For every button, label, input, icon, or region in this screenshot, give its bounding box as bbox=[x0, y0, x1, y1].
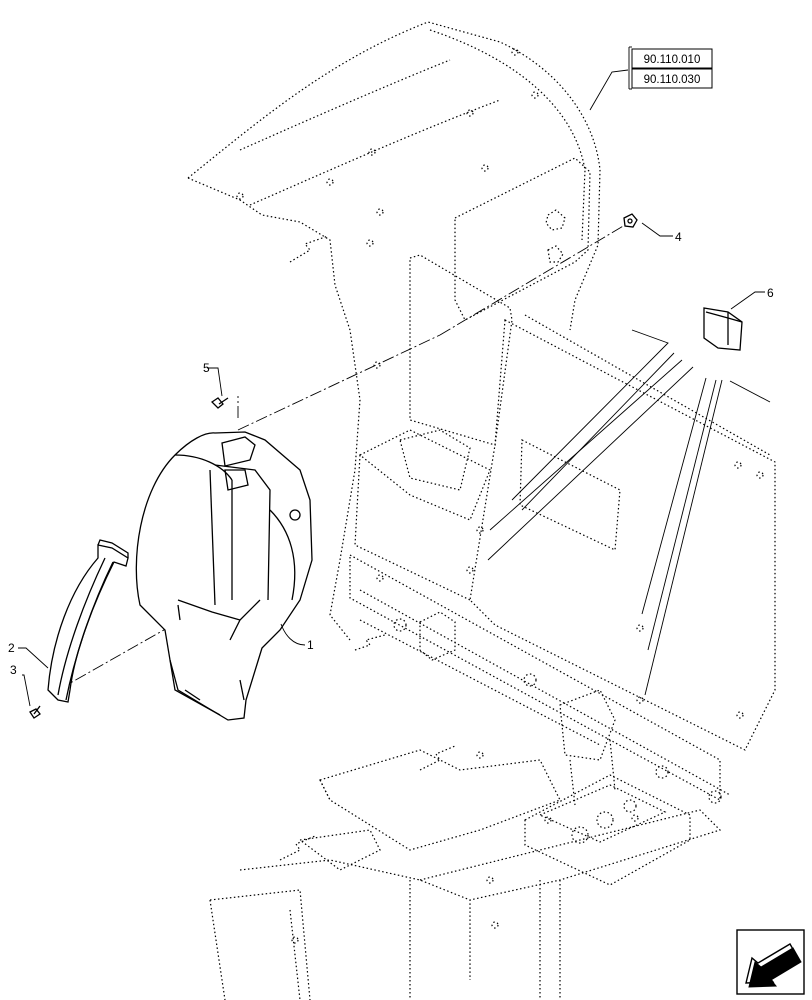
floor-context bbox=[209, 634, 722, 1000]
reference-box[interactable]: 90.110.010 90.110.030 bbox=[628, 46, 713, 90]
part-4-nut[interactable] bbox=[623, 213, 638, 228]
arrow-down-left-icon[interactable] bbox=[736, 929, 805, 995]
reference-label-1[interactable]: 90.110.010 bbox=[644, 54, 701, 66]
callout-3: 3 bbox=[10, 663, 17, 677]
reference-label-2[interactable]: 90.110.030 bbox=[644, 74, 701, 86]
callout-2: 2 bbox=[8, 641, 15, 655]
fastener-clips-context bbox=[545, 209, 566, 263]
callout-labels: 1 2 3 4 5 6 bbox=[8, 230, 774, 677]
assembly-centerlines bbox=[57, 221, 631, 691]
callout-5: 5 bbox=[203, 361, 210, 375]
callout-4: 4 bbox=[675, 230, 682, 244]
rear-panel-context bbox=[349, 254, 776, 806]
part-3-screw[interactable] bbox=[29, 705, 41, 719]
callout-6: 6 bbox=[767, 286, 774, 300]
cab-frame-context bbox=[187, 21, 601, 641]
part-6-plug[interactable] bbox=[703, 307, 743, 351]
part-2-strap[interactable] bbox=[47, 539, 129, 703]
part-5-bolt[interactable] bbox=[210, 397, 229, 409]
leader-lines bbox=[18, 69, 771, 707]
callout-1: 1 bbox=[307, 638, 314, 652]
part-1-cover[interactable] bbox=[135, 431, 313, 721]
